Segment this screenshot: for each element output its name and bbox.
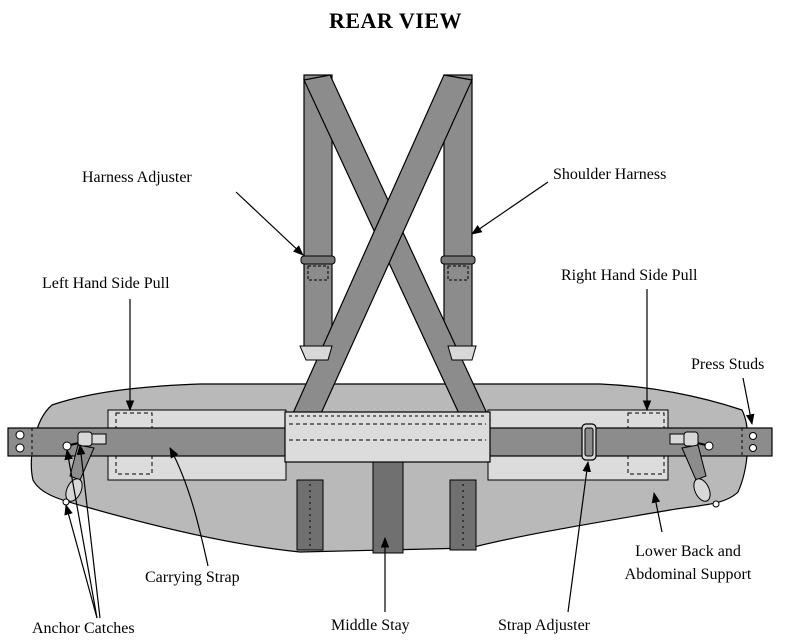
arrow-anchor-catch-2	[64, 503, 98, 619]
label-shoulder-harness: Shoulder Harness	[553, 166, 667, 183]
arrow-anchor-catch-1	[64, 448, 98, 619]
right-harness-adjuster	[440, 255, 476, 265]
press-stud-bottom	[749, 444, 757, 452]
label-press-studs: Press Studs	[691, 356, 765, 373]
label-right-hand-side-pull: Right Hand Side Pull	[561, 267, 698, 284]
label-lower-back-line2: Abdominal Support	[624, 566, 752, 583]
press-stud-top	[749, 432, 757, 440]
left-harness-adjuster	[300, 255, 336, 265]
page-title: REAR VIEW	[328, 8, 463, 33]
center-panel	[284, 411, 491, 463]
left-strap-hole-bottom	[15, 443, 25, 453]
left-strap-hole-top	[15, 430, 25, 440]
arrow-carrying-strap	[169, 447, 209, 567]
right-d-ring	[447, 345, 477, 361]
middle-stay	[372, 459, 404, 554]
label-harness-adjuster: Harness Adjuster	[82, 169, 192, 186]
left-d-ring	[299, 345, 333, 361]
label-lower-back-line1: Lower Back and	[635, 543, 741, 560]
arrow-lower-back-support	[651, 491, 663, 533]
right-anchor-catch	[669, 431, 720, 508]
label-anchor-catches: Anchor Catches	[32, 620, 135, 637]
arrow-press-studs	[742, 377, 755, 426]
arrow-shoulder-harness	[471, 181, 549, 235]
arrow-strap-adjuster	[567, 460, 591, 613]
label-strap-adjuster: Strap Adjuster	[498, 617, 590, 634]
label-middle-stay: Middle Stay	[331, 617, 410, 634]
label-left-hand-side-pull: Left Hand Side Pull	[42, 275, 170, 292]
arrow-harness-adjuster	[235, 191, 304, 256]
label-carrying-strap: Carrying Strap	[145, 569, 240, 586]
arrow-anchor-catch-3	[76, 443, 101, 619]
